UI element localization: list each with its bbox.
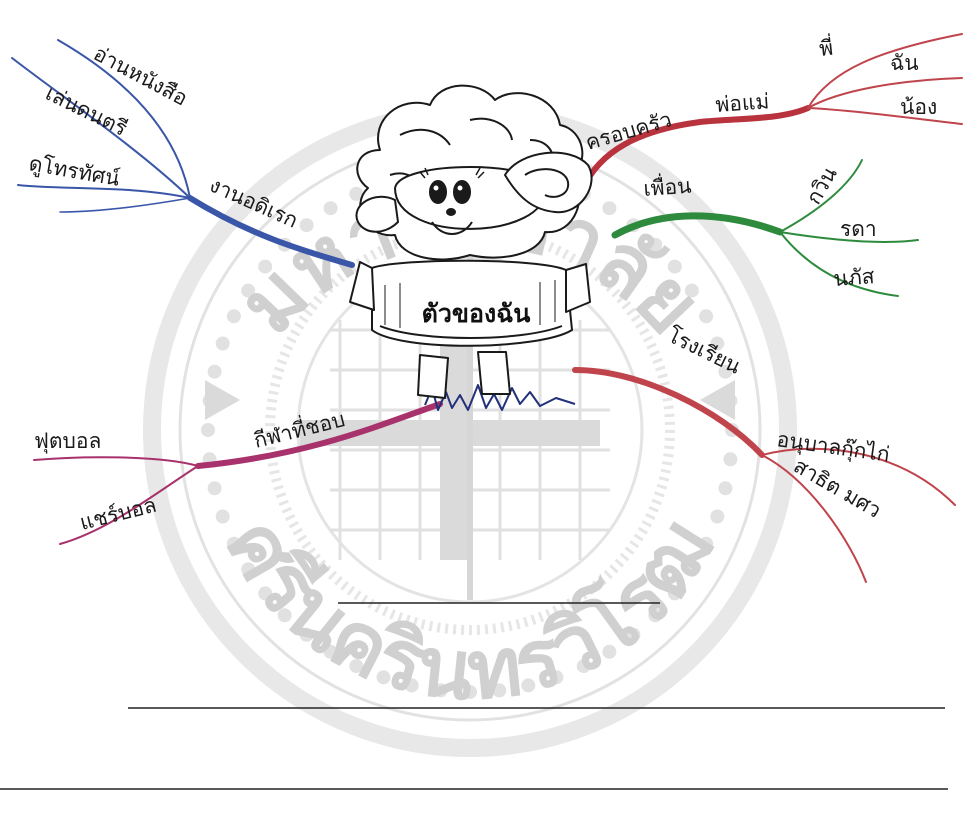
- seal-dot: [710, 336, 725, 351]
- seal-dot: [404, 678, 419, 693]
- seal-dot: [521, 678, 536, 693]
- seal-dot: [602, 201, 617, 216]
- seal-dot: [258, 259, 273, 274]
- seal-dot: [684, 283, 699, 298]
- seal-dot: [667, 259, 682, 274]
- seal-dot: [323, 201, 338, 216]
- seal-dot: [684, 562, 699, 577]
- seal-dot: [718, 364, 733, 379]
- branch-hobby: [11, 39, 355, 268]
- seal-dot: [323, 644, 338, 659]
- branch-label-friends: เพื่อน: [642, 171, 692, 201]
- writing-lines: [0, 602, 948, 790]
- seal-dot: [207, 481, 222, 496]
- seal-dot: [299, 627, 314, 642]
- center-topic-label: ตัวของฉัน: [422, 299, 531, 328]
- seal-dot: [699, 309, 714, 324]
- sheep-mascot-icon: [349, 84, 593, 411]
- leaf-label-music: เล่นดนตรี: [42, 81, 131, 141]
- seal-dot: [226, 309, 241, 324]
- seal-dot: [207, 364, 222, 379]
- seal-dot: [463, 685, 477, 699]
- seal-dot: [699, 536, 714, 551]
- leaf-label-me: ฉัน: [890, 51, 919, 75]
- leaf-label-football: ฟุตบอล: [34, 429, 101, 454]
- leaf-label-napat: นภัส: [833, 264, 876, 291]
- seal-dot: [710, 509, 725, 524]
- seal-dot: [648, 608, 663, 623]
- seal-dot: [241, 562, 256, 577]
- seal-dot: [215, 509, 230, 524]
- leaf-label-kawin: กวิน: [802, 163, 842, 209]
- leaf-label-netball: แชร์บอล: [77, 493, 158, 535]
- branch-friends: [611, 159, 919, 297]
- seal-dot: [226, 536, 241, 551]
- seal-dot: [277, 608, 292, 623]
- seal-dot: [299, 218, 314, 233]
- leaf-label-rada: รดา: [840, 217, 877, 241]
- seal-dot: [349, 659, 364, 674]
- seal-dot: [258, 586, 273, 601]
- seal-dot: [201, 423, 215, 437]
- seal-dot: [376, 670, 391, 685]
- branch-school: [572, 367, 956, 583]
- branch-sports: [33, 401, 443, 545]
- leaf-label-older-sibling: พี่: [818, 33, 835, 61]
- seal-dot: [723, 452, 738, 467]
- seal-dot: [241, 283, 256, 298]
- branch-family: [579, 33, 963, 193]
- branch-label-school: โรงเรียน: [664, 323, 745, 379]
- seal-dot: [718, 481, 733, 496]
- seal-dot: [492, 683, 507, 698]
- seal-dot: [215, 336, 230, 351]
- seal-dot: [648, 237, 663, 252]
- seal-dot: [349, 186, 364, 201]
- sub-label-parents: พ่อแม่: [715, 89, 770, 117]
- seal-dot: [667, 586, 682, 601]
- leaf-label-younger-sibling: น้อง: [900, 95, 937, 119]
- seal-dot: [549, 670, 564, 685]
- leaf-label-reading: อ่านหนังสือ: [90, 41, 192, 110]
- seal-dot: [576, 659, 591, 674]
- seal-dot: [626, 627, 641, 642]
- seal-dot: [433, 683, 448, 698]
- seal-dot: [602, 644, 617, 659]
